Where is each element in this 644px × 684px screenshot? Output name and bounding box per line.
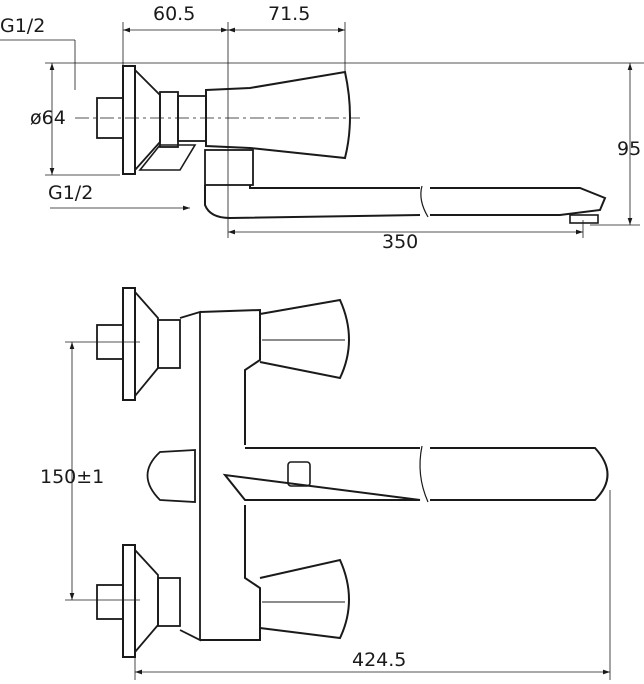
side-view [0,22,644,238]
flange-diameter-label: ø64 [30,107,66,129]
dimension-60-5-label: 60.5 [153,3,196,25]
inlet-spacing-label: 150±1 [40,466,105,488]
top-view [65,287,611,680]
dimension-71-5-label: 71.5 [268,3,311,25]
height-label: 95 [617,138,642,160]
thread-size-top-label: G1/2 [0,15,46,37]
overall-length-label: 424.5 [352,649,407,671]
spout-reach-label: 350 [382,231,419,253]
thread-size-bottom-label: G1/2 [48,182,94,204]
